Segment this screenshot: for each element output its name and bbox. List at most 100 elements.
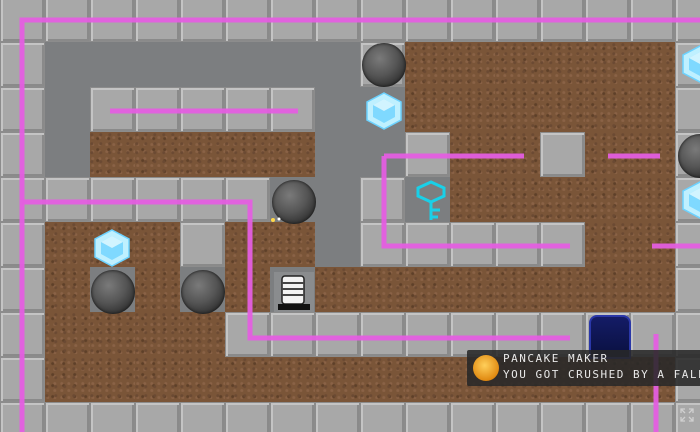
wall-tile [0, 87, 45, 132]
dirt-tile [405, 87, 450, 132]
wall-tile [495, 222, 540, 267]
wall-tile [0, 132, 45, 177]
dirt-tile [315, 267, 360, 312]
gem-icon [680, 44, 700, 84]
wall-tile [315, 0, 360, 42]
dirt-tile [450, 267, 495, 312]
dirt-tile [225, 132, 270, 177]
pancake-icon [473, 355, 499, 381]
dirt-tile [585, 267, 630, 312]
key-icon [414, 180, 448, 228]
dirt-tile [90, 357, 135, 402]
wall-tile [405, 312, 450, 357]
dirt-tile [630, 177, 675, 222]
dirt-tile [495, 267, 540, 312]
player-icon [272, 270, 316, 314]
wall-tile [270, 87, 315, 132]
wall-tile [180, 402, 225, 432]
wall-tile [675, 267, 700, 312]
dirt-tile [495, 87, 540, 132]
wall-tile [540, 222, 585, 267]
dirt-tile [225, 267, 270, 312]
wall-tile [90, 0, 135, 42]
wall-tile [135, 87, 180, 132]
wall-tile [675, 0, 700, 42]
dirt-tile [630, 87, 675, 132]
gem-icon [364, 91, 404, 131]
dirt-tile [540, 87, 585, 132]
dirt-tile [225, 222, 270, 267]
wall-tile [225, 312, 270, 357]
wall-tile [540, 402, 585, 432]
wall-tile [540, 0, 585, 42]
achievement-description: YOU GOT CRUSHED BY A FALL [503, 368, 700, 381]
dirt-tile [225, 357, 270, 402]
wall-tile [180, 0, 225, 42]
boulder-icon [91, 270, 135, 314]
wall-tile [360, 0, 405, 42]
dirt-tile [585, 177, 630, 222]
wall-tile [360, 222, 405, 267]
gem-icon [92, 228, 132, 268]
floor-tile [360, 132, 405, 177]
dirt-tile [405, 357, 450, 402]
wall-tile [135, 402, 180, 432]
dirt-tile [270, 357, 315, 402]
floor-tile [45, 42, 90, 87]
floor-tile [315, 42, 360, 87]
dirt-tile [585, 222, 630, 267]
floor-tile [315, 177, 360, 222]
wall-tile [405, 0, 450, 42]
dirt-tile [450, 42, 495, 87]
wall-tile [0, 42, 45, 87]
wall-tile [405, 402, 450, 432]
dirt-tile [90, 132, 135, 177]
wall-tile [540, 132, 585, 177]
wall-tile [495, 0, 540, 42]
dirt-tile [135, 132, 180, 177]
wall-tile [0, 357, 45, 402]
dirt-tile [135, 222, 180, 267]
wall-tile [450, 0, 495, 42]
wall-tile [450, 222, 495, 267]
dirt-tile [45, 222, 90, 267]
wall-tile [315, 402, 360, 432]
dirt-tile [135, 312, 180, 357]
dirt-tile [45, 357, 90, 402]
dirt-tile [270, 132, 315, 177]
fullscreen-icon[interactable] [680, 408, 694, 422]
dirt-tile [450, 87, 495, 132]
floor-tile [45, 87, 90, 132]
spark-icon [270, 210, 284, 229]
floor-tile [90, 42, 135, 87]
wall-tile [45, 177, 90, 222]
dirt-tile [540, 177, 585, 222]
dirt-tile [180, 312, 225, 357]
wall-tile [0, 267, 45, 312]
wall-tile [360, 312, 405, 357]
dirt-tile [630, 267, 675, 312]
wall-tile [585, 0, 630, 42]
dirt-tile [630, 132, 675, 177]
wall-tile [630, 0, 675, 42]
wall-tile [0, 222, 45, 267]
wall-tile [585, 402, 630, 432]
dirt-tile [540, 42, 585, 87]
dirt-tile [450, 132, 495, 177]
wall-tile [135, 177, 180, 222]
wall-tile [90, 87, 135, 132]
wall-tile [270, 0, 315, 42]
dirt-tile [360, 267, 405, 312]
gem-icon [680, 180, 700, 220]
wall-tile [405, 132, 450, 177]
dirt-tile [180, 357, 225, 402]
wall-tile [630, 402, 675, 432]
dirt-tile [585, 87, 630, 132]
wall-tile [180, 222, 225, 267]
wall-tile [135, 0, 180, 42]
wall-tile [0, 177, 45, 222]
wall-tile [180, 87, 225, 132]
achievement-title: PANCAKE MAKER [503, 352, 609, 365]
wall-tile [360, 402, 405, 432]
